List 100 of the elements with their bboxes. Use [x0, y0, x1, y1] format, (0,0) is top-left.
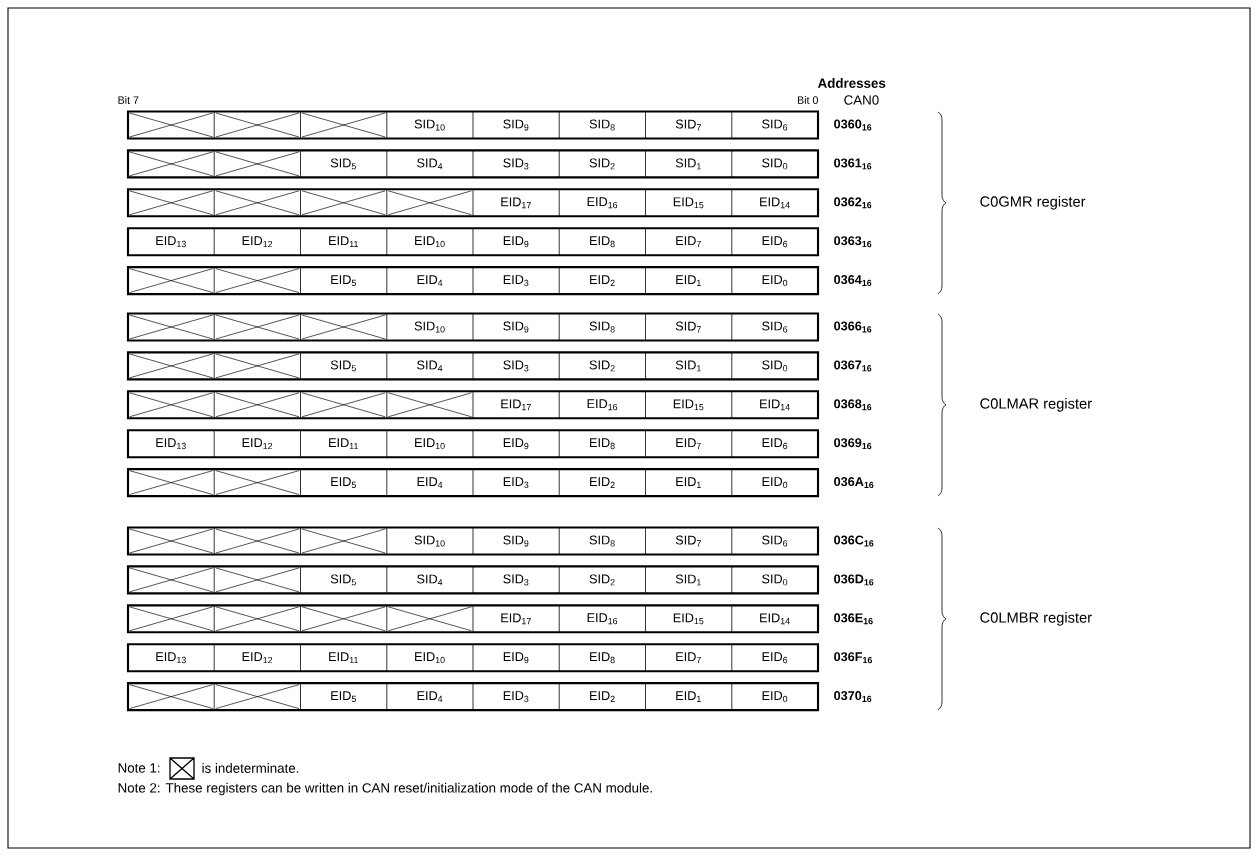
bit-label: SID$_{8}$ [589, 119, 615, 131]
bit-label: EID$_{1}$ [676, 477, 701, 488]
bit-label: EID$_{12}$ [242, 236, 273, 248]
address: 036F$_{16}$ [834, 652, 872, 664]
bit-label: EID$_{2}$ [590, 275, 615, 286]
bit-label: EID$_{14}$ [760, 399, 790, 411]
address: 036C$_{16}$ [834, 535, 874, 547]
bit-label: EID$_{2}$ [590, 691, 615, 702]
bit-label: EID$_{9}$ [503, 652, 529, 664]
address: 0368$_{16}$ [834, 399, 872, 411]
bit-label: SID$_{6}$ [762, 321, 788, 333]
bit-label: EID$_{0}$ [762, 275, 788, 287]
register-name: C0GMR register [980, 195, 1086, 210]
note-text: Note 1: [118, 763, 160, 773]
bit-label: EID$_{8}$ [590, 438, 615, 450]
bit-label: SID$_{1}$ [675, 158, 701, 170]
bit-label: EID$_{14}$ [760, 613, 790, 625]
bit-label: EID$_{8}$ [590, 236, 615, 248]
bit-label: EID$_{17}$ [501, 613, 531, 625]
bit-label: SID$_{10}$ [414, 321, 445, 333]
bit-label: EID$_{15}$ [673, 197, 704, 209]
bit-label: SID$_{3}$ [503, 360, 529, 372]
bit-label: SID$_{7}$ [675, 321, 701, 333]
bit-label: EID$_{14}$ [760, 197, 790, 209]
address: 036A$_{16}$ [834, 477, 874, 489]
note-text: Note 2: These registers can be written in CAN reset/initialization mode of the CAN module. [118, 782, 652, 796]
bit-label: EID$_{0}$ [762, 477, 788, 489]
bit-label: EID$_{15}$ [673, 399, 704, 411]
bit-label: EID$_{7}$ [676, 438, 701, 450]
bit-label: EID$_{3}$ [503, 275, 529, 287]
bit-label: SID$_{9}$ [503, 321, 529, 333]
bit-label: EID$_{13}$ [156, 438, 186, 450]
bit-label: SID$_{2}$ [589, 574, 615, 586]
bit-label: EID$_{16}$ [587, 399, 618, 411]
bit-label: SID$_{6}$ [762, 535, 788, 547]
bit-label: SID$_{0}$ [762, 360, 788, 372]
bit-label: EID$_{5}$ [331, 691, 356, 702]
bit-label: EID$_{7}$ [676, 652, 701, 664]
column-heading: CAN0 [844, 95, 879, 105]
bit-label: EID$_{5}$ [331, 275, 356, 286]
bit-number: Bit 7 [118, 96, 139, 104]
bit-label: SID$_{8}$ [589, 535, 615, 547]
bit-label: EID$_{7}$ [676, 236, 701, 248]
bit-label: EID$_{15}$ [673, 613, 704, 625]
bit-label: EID$_{4}$ [417, 275, 443, 286]
note-text: is indeterminate. [202, 763, 299, 773]
bit-label: EID$_{6}$ [762, 652, 788, 664]
bit-label: EID$_{9}$ [503, 236, 529, 248]
bit-label: EID$_{17}$ [501, 197, 531, 209]
bit-label: SID$_{3}$ [503, 574, 529, 586]
bit-label: SID$_{8}$ [589, 321, 615, 333]
bit-label: SID$_{10}$ [414, 119, 445, 131]
bit-label: SID$_{9}$ [503, 119, 529, 131]
bit-label: SID$_{5}$ [330, 360, 356, 372]
bit-label: SID$_{1}$ [675, 574, 701, 586]
bit-label: SID$_{4}$ [417, 360, 443, 372]
address: 0369$_{16}$ [834, 438, 872, 450]
bit-label: EID$_{12}$ [242, 652, 273, 664]
bit-label: EID$_{17}$ [501, 399, 531, 411]
bit-label: EID$_{10}$ [415, 652, 445, 664]
bit-label: EID$_{11}$ [329, 652, 358, 664]
bit-label: SID$_{9}$ [503, 535, 529, 547]
bit-label: EID$_{3}$ [503, 691, 529, 703]
bit-label: EID$_{1}$ [676, 275, 701, 286]
bit-label: EID$_{5}$ [331, 477, 356, 488]
column-heading: Addresses [817, 78, 886, 88]
bit-label: SID$_{7}$ [675, 119, 701, 131]
register-name: C0LMAR register [980, 397, 1092, 412]
bit-label: EID$_{4}$ [417, 691, 443, 702]
bit-label: EID$_{11}$ [329, 236, 358, 248]
bit-label: EID$_{3}$ [503, 477, 529, 489]
bit-label: EID$_{10}$ [415, 438, 445, 450]
bit-label: SID$_{0}$ [762, 574, 788, 586]
bit-label: SID$_{4}$ [417, 574, 443, 586]
bit-label: SID$_{2}$ [589, 158, 615, 170]
bit-label: SID$_{1}$ [675, 360, 701, 372]
bit-label: EID$_{10}$ [415, 236, 445, 248]
bit-label: EID$_{4}$ [417, 477, 443, 488]
bit-label: SID$_{10}$ [414, 535, 445, 547]
bit-label: EID$_{13}$ [156, 652, 186, 664]
address: 0360$_{16}$ [834, 119, 872, 131]
bit-label: SID$_{7}$ [675, 535, 701, 547]
address: 0367$_{16}$ [834, 360, 872, 372]
bit-label: EID$_{0}$ [762, 691, 788, 703]
address: 0362$_{16}$ [834, 197, 872, 209]
bit-label: SID$_{0}$ [762, 158, 788, 170]
register-name: C0LMBR register [980, 612, 1092, 626]
address: 036E$_{16}$ [834, 613, 873, 625]
bit-label: EID$_{12}$ [242, 438, 273, 450]
bit-label: SID$_{5}$ [330, 574, 356, 586]
address: 0366$_{16}$ [834, 321, 872, 333]
bit-label: SID$_{6}$ [762, 119, 788, 131]
bit-label: EID$_{8}$ [590, 652, 615, 664]
bit-label: EID$_{1}$ [676, 691, 701, 702]
bit-label: EID$_{16}$ [587, 197, 618, 209]
address: 0363$_{16}$ [834, 236, 872, 248]
bit-label: EID$_{13}$ [156, 236, 186, 248]
bit-label: EID$_{9}$ [503, 438, 529, 450]
bit-label: SID$_{2}$ [589, 360, 615, 372]
bit-label: SID$_{5}$ [330, 158, 356, 170]
